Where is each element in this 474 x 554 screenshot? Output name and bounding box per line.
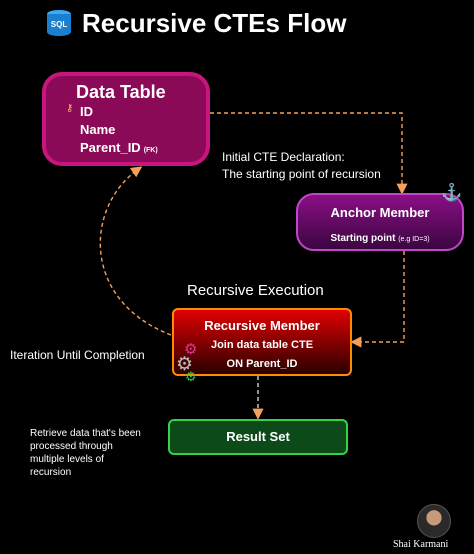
fk-tag: (FK) [143, 147, 158, 154]
initial-cte-label-line2: The starting point of recursion [222, 167, 381, 181]
iteration-label: Iteration Until Completion [10, 348, 145, 362]
recursive-member-node: Recursive Member Join data table CTE ON … [172, 308, 352, 376]
recursive-member-title: Recursive Member [204, 318, 320, 333]
anchor-sub-note: (e.g ID=3) [398, 236, 430, 243]
anchor-member-title: Anchor Member [330, 205, 430, 220]
title-row: SQL Recursive CTEs Flow [44, 6, 346, 40]
data-table-node: Data Table ⚷ ID Name Parent_ID(FK) [42, 72, 210, 166]
result-set-node: Result Set [168, 419, 348, 455]
field-parent-id-label: Parent_ID [80, 140, 141, 155]
recursive-execution-title: Recursive Execution [187, 282, 324, 299]
field-parent-id: Parent_ID(FK) [80, 140, 158, 155]
author-name: Shai Karmani [393, 539, 449, 550]
author-avatar [417, 504, 451, 538]
recursive-join-line: Join data table CTE [210, 339, 314, 351]
anchor-sub-text: Starting point [330, 233, 396, 244]
result-set-title: Result Set [226, 429, 290, 444]
page-title: Recursive CTEs Flow [82, 7, 347, 38]
arrow-iteration-loop [99, 166, 172, 336]
initial-cte-label-line1: Initial CTE Declaration: [222, 150, 345, 164]
retrieve-line-4: recursion [30, 467, 72, 478]
svg-text:SQL: SQL [51, 20, 68, 29]
field-id: ID [80, 104, 93, 119]
arrow-anchor-to-recursive [350, 251, 405, 348]
key-icon: ⚷ [66, 103, 74, 114]
retrieve-line-2: processed through [30, 441, 113, 452]
anchor-member-subtitle: Starting point (e.g ID=3) [298, 233, 462, 244]
anchor-member-node: Anchor Member Starting point (e.g ID=3) [296, 193, 464, 251]
gears-icon: ⚙ ⚙ ⚙ [176, 341, 198, 384]
anchor-icon: ⚓ [441, 183, 463, 202]
retrieve-line-1: Retrieve data that's been [30, 428, 141, 439]
data-table-title: Data Table [76, 82, 166, 102]
recursive-on-line: ON Parent_ID [226, 358, 298, 370]
sql-database-icon: SQL [47, 10, 71, 36]
retrieve-line-3: multiple levels of [30, 454, 104, 465]
field-name: Name [80, 122, 116, 137]
